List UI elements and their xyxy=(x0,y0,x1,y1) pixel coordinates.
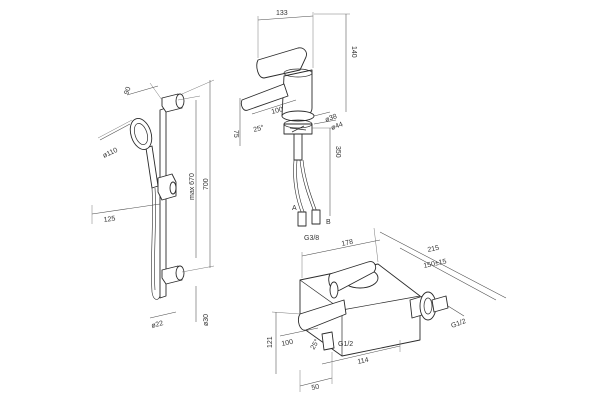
rail-top-bracket-cap xyxy=(175,93,185,109)
dim-spout-reach: 100 xyxy=(271,106,284,116)
dim-spout-height: 75 xyxy=(232,130,239,138)
dim-bath-offset: 114 xyxy=(357,357,369,366)
basin-shank xyxy=(293,133,303,161)
dim-head-offset: 125 xyxy=(103,215,116,224)
dim-basin-height: 140 xyxy=(350,46,357,58)
dim-max-height: max 670 xyxy=(189,173,196,200)
dim-wall-bracket: ø30 xyxy=(203,314,210,326)
dim-bath-spout: 100 xyxy=(281,339,294,348)
hose-fitting-b xyxy=(311,209,321,225)
basin-lever xyxy=(256,47,307,79)
hose-fitting-a xyxy=(297,211,307,227)
shower-hose xyxy=(151,187,161,300)
shower-set: 90 ø110 125 max 670 700 ø22 ø30 xyxy=(91,79,215,330)
dim-bath-body: 178 xyxy=(341,239,354,248)
hand-shower-head xyxy=(129,118,153,150)
basin-flange xyxy=(281,110,315,122)
dim-inlet-thread: G1/2 xyxy=(450,318,467,330)
bath-inlet-thread xyxy=(431,295,449,313)
bath-mixer: 215 178 150±15 121 100 25° G1/2 G1/2 114… xyxy=(267,227,507,392)
bath-diverter xyxy=(329,281,339,299)
slider-knob xyxy=(169,181,177,195)
basin-hose-b xyxy=(299,159,315,213)
basin-mixer: 133 140 100 25° 75 ø38 ø44 350 A B G3/8 xyxy=(232,10,357,242)
dim-bath-height: 121 xyxy=(267,336,274,348)
bath-lever xyxy=(328,261,377,292)
dim-basin-width: 133 xyxy=(276,10,288,17)
basin-spout xyxy=(240,83,289,111)
bath-spout xyxy=(297,299,347,331)
dim-bath-depth: 215 xyxy=(427,245,440,254)
label-a: A xyxy=(292,205,297,212)
label-b: B xyxy=(326,219,331,226)
bath-outlet xyxy=(321,331,335,351)
dim-rail-length: 700 xyxy=(203,178,210,190)
dim-bath-base: 50 xyxy=(311,383,320,391)
basin-hose-a xyxy=(293,159,303,215)
dim-hole-max: ø44 xyxy=(330,121,344,132)
dim-head-depth: 90 xyxy=(123,86,132,96)
dim-basin-thread: G3/8 xyxy=(304,235,319,242)
dim-head-diameter: ø110 xyxy=(102,147,119,160)
dim-outlet-thread: G1/2 xyxy=(338,341,353,348)
dim-bath-centres: 150±15 xyxy=(423,258,447,270)
rail-bottom-bracket-cap xyxy=(175,265,185,281)
dim-hole-min: ø38 xyxy=(324,113,338,124)
dim-basin-angle: 25° xyxy=(252,123,264,134)
hand-shower-handle xyxy=(145,145,159,189)
dim-rail-diameter: ø22 xyxy=(151,320,165,330)
dim-hose-length: 350 xyxy=(334,146,341,158)
